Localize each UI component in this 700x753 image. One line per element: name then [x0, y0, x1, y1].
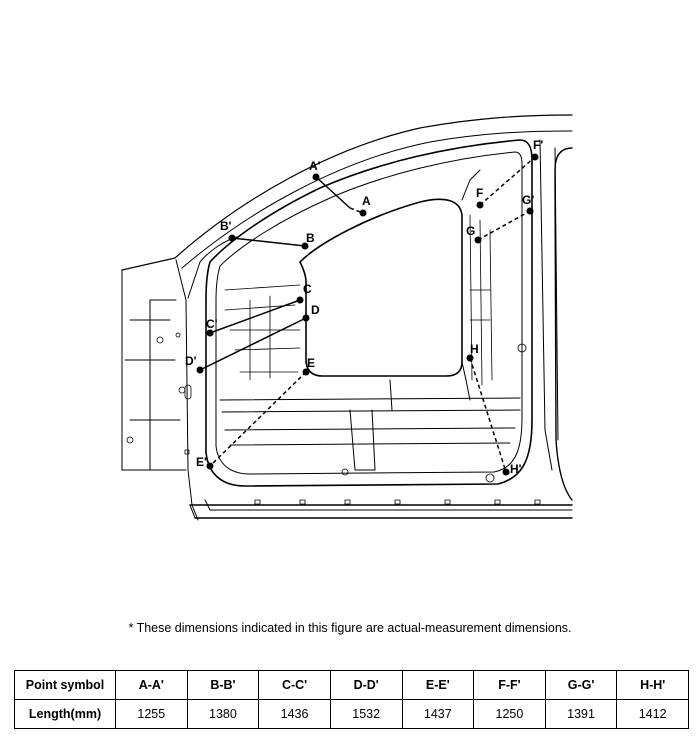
line-h-h: [469, 357, 507, 473]
point-f-dot: [476, 201, 484, 209]
point-e-dot: [302, 368, 310, 376]
window-opening: [299, 198, 463, 377]
a-pillar-inner: [187, 235, 241, 299]
floor-crossmember: [349, 379, 393, 471]
header-point-symbol: Point symbol: [14, 670, 116, 700]
point-g-dot: [474, 236, 482, 244]
point-h-dot: [466, 354, 474, 362]
line-b-b: [231, 237, 306, 247]
label-f: F: [476, 186, 483, 200]
symbol-cell: C-C': [258, 670, 331, 700]
body-side-diagram: A A' B B' C C' D D' E E' F F' G G' H H': [121, 114, 573, 521]
length-cell: 1436: [258, 699, 331, 729]
label-b-prime: B': [220, 219, 232, 233]
line-c-c: [209, 299, 301, 334]
line-g-g: [477, 210, 531, 241]
point-b-prime-dot: [228, 234, 236, 242]
point-f-prime-dot: [531, 153, 539, 161]
line-d-d: [199, 317, 307, 371]
length-cell: 1255: [115, 699, 188, 729]
table-row-lengths: Length(mm) 1255 1380 1436 1532 1437 1250…: [14, 699, 689, 729]
pillar-detail: [469, 214, 493, 386]
b-pillar: [461, 169, 481, 401]
label-h-prime: H': [510, 462, 522, 476]
label-g-prime: G': [522, 193, 534, 207]
symbol-cell: A-A': [115, 670, 188, 700]
point-b-dot: [301, 242, 309, 250]
front-door-opening: [205, 139, 533, 487]
length-cell: 1250: [473, 699, 546, 729]
line-e-e: [209, 371, 307, 467]
symbol-cell: G-G': [544, 670, 618, 700]
measurement-note: * These dimensions indicated in this fig…: [128, 621, 572, 635]
point-d-prime-dot: [196, 366, 204, 374]
label-h: H: [470, 342, 479, 356]
sill-bottom: [189, 499, 573, 519]
point-d-dot: [302, 314, 310, 322]
label-e-prime: E': [196, 455, 207, 469]
symbol-cell: B-B': [186, 670, 260, 700]
symbol-cell: E-E': [401, 670, 475, 700]
floor-rail: [219, 397, 521, 446]
body-holes: [126, 332, 541, 505]
point-h-prime-dot: [502, 468, 510, 476]
dimension-table: Point symbol A-A' B-B' C-C' D-D' E-E' F-…: [14, 670, 689, 729]
label-a-prime: A': [309, 159, 321, 173]
point-a-dot: [359, 209, 367, 217]
side-sill: [189, 504, 573, 519]
point-g-prime-dot: [526, 207, 534, 215]
point-a-prime-dot: [312, 173, 320, 181]
table-row-symbols: Point symbol A-A' B-B' C-C' D-D' E-E' F-…: [14, 670, 689, 700]
label-d-prime: D': [185, 354, 197, 368]
label-d: D: [311, 303, 320, 317]
point-e-prime-dot: [206, 462, 214, 470]
a-pillar: [175, 259, 199, 521]
label-f-prime: F': [533, 138, 543, 152]
length-cell: 1380: [186, 699, 260, 729]
line-a-a-dashed: [349, 207, 364, 214]
length-cell: 1437: [401, 699, 475, 729]
length-cell: 1532: [329, 699, 403, 729]
cowl-detail: [224, 284, 301, 381]
length-cell: 1412: [616, 699, 689, 729]
label-b: B: [306, 231, 315, 245]
length-cell: 1391: [544, 699, 618, 729]
front-door-opening-inner: [215, 151, 523, 475]
header-length: Length(mm): [14, 699, 116, 729]
symbol-cell: F-F': [473, 670, 546, 700]
label-c-prime: C': [206, 317, 218, 331]
rear-door-opening: [554, 147, 573, 501]
point-c-dot: [296, 296, 304, 304]
label-g: G: [466, 224, 475, 238]
symbol-cell: H-H': [616, 670, 689, 700]
label-c: C: [303, 282, 312, 296]
point-c-prime-dot: [206, 329, 214, 337]
symbol-cell: D-D': [329, 670, 403, 700]
roof-inner-line: [181, 130, 573, 269]
label-a: A: [362, 194, 371, 208]
line-f-f: [479, 156, 536, 206]
label-e: E: [307, 356, 315, 370]
roof-outline: [121, 114, 573, 271]
line-a-a: [315, 176, 351, 209]
front-structure: [121, 269, 187, 471]
